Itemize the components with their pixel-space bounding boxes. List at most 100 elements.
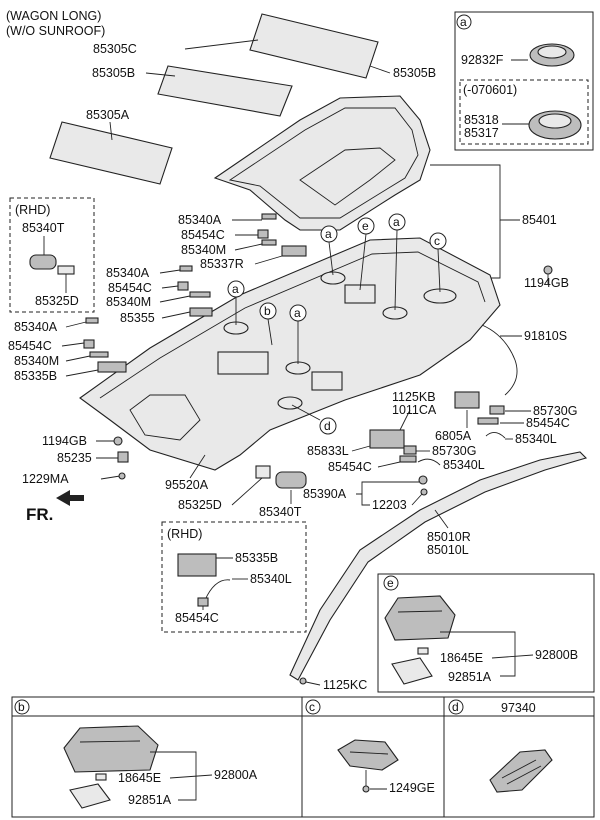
wire-85340m-1 (261, 239, 277, 246)
wire-85340l-rhd (204, 579, 231, 601)
wire-85340l-right (485, 432, 506, 439)
bracket-85325d (255, 465, 271, 479)
rhd-title-bottom: (RHD) (167, 527, 202, 541)
callout-c: c (429, 232, 447, 293)
front-label: FR. (26, 505, 53, 524)
bracket-6805a (454, 391, 480, 409)
wire-85340a-2 (179, 265, 193, 272)
label-85401: 85401 (522, 213, 557, 227)
lamp-85340t-rhd (29, 254, 57, 270)
clip-12203 (420, 488, 428, 496)
label-12203: 12203 (372, 498, 407, 512)
rhd-box-bottom (161, 521, 307, 633)
label-85454c-2: 85454C (108, 281, 152, 295)
label-85010l: 85010L (427, 543, 469, 557)
label-1229ma: 1229MA (22, 472, 69, 486)
label-85318: 85318 (464, 113, 499, 127)
label-85325d-rhd: 85325D (35, 294, 79, 308)
detail-box-c: c 1249GE (301, 696, 445, 818)
handle-85235 (117, 451, 129, 463)
label-85305b-right: 85305B (393, 66, 436, 80)
callout-a-1: a (320, 225, 338, 276)
label-92800b: 92800B (535, 648, 578, 662)
clip-1194gb-left (113, 436, 123, 446)
wiring-91810s (481, 324, 518, 396)
bracket-85337r (281, 245, 307, 257)
part-85355 (189, 307, 213, 317)
label-85337r: 85337R (200, 257, 244, 271)
label-1125kc: 1125KC (323, 678, 367, 692)
label-18645e-b: 18645E (118, 771, 161, 785)
socket-85454c-right (477, 417, 499, 425)
lens-92851a-b (69, 783, 111, 809)
bulb-18645e (417, 647, 429, 655)
label-85390a: 85390A (303, 487, 347, 501)
callout-a-4: a (289, 304, 307, 364)
label-85454c-right: 85454C (526, 416, 570, 430)
label-85454c-3: 85454C (8, 339, 52, 353)
label-1194gb-left: 1194GB (42, 434, 87, 448)
label-85340a-3: 85340A (14, 320, 58, 334)
label-85335b: 85335B (14, 369, 57, 383)
lamp-92800b (384, 595, 456, 641)
box-c-title: c (309, 700, 315, 714)
clip-85390a (418, 475, 428, 485)
headlining-frame (213, 95, 431, 231)
wire-85340m-3 (89, 351, 109, 358)
label-85340t-rhd: 85340T (22, 221, 65, 235)
label-85454c-1: 85454C (181, 228, 225, 242)
callout-a-2: a (388, 213, 406, 311)
label-85340l-rhd: 85340L (250, 572, 292, 586)
label-85355: 85355 (120, 311, 155, 325)
box-b-title: b (18, 700, 25, 714)
svg-text:e: e (362, 219, 369, 233)
label-85340a-2: 85340A (106, 266, 150, 280)
socket-85454c-3 (83, 339, 95, 349)
label-1011ca: 1011CA (392, 403, 437, 417)
svg-text:a: a (325, 227, 332, 241)
detail-box-d: d 97340 (443, 696, 595, 818)
pad-85305c (249, 13, 379, 79)
label-92851a-b: 92851A (128, 793, 172, 807)
label-85325d: 85325D (178, 498, 222, 512)
callout-d: d (291, 404, 337, 435)
label-85010r: 85010R (427, 530, 471, 544)
rhd-title-top: (RHD) (15, 203, 50, 217)
label-1125kb: 1125KB (392, 390, 436, 404)
screw-1229ma (118, 472, 126, 480)
socket-85454c-mid (399, 455, 417, 463)
curtain-airbag (289, 451, 588, 681)
label-85730g-right: 85730G (533, 404, 577, 418)
detail-box-a: a 92832F (-070601) 85318 85317 (454, 11, 594, 151)
label-85454c-rhd: 85454C (175, 611, 219, 625)
label-92832f: 92832F (461, 53, 504, 67)
label-85730g-mid: 85730G (432, 444, 476, 458)
detail-box-b: b 18645E 92800A 92851A (11, 696, 303, 818)
svg-text:c: c (434, 234, 440, 248)
svg-text:a: a (294, 306, 301, 320)
label-85340l-mid: 85340L (443, 458, 485, 472)
label-92851a-e: 92851A (448, 670, 492, 684)
label-85454c-mid: 85454C (328, 460, 372, 474)
bracket-85325d-rhd (57, 265, 75, 275)
label-6805a: 6805A (435, 429, 472, 443)
callout-e: e (357, 217, 375, 291)
box-e-title: e (387, 576, 394, 590)
svg-text:a: a (393, 215, 400, 229)
label-85235: 85235 (57, 451, 92, 465)
socket-85454c-1 (257, 229, 269, 239)
callout-b: b (259, 302, 277, 346)
label-91810s: 91810S (524, 329, 567, 343)
svg-text:a: a (232, 282, 239, 296)
socket-85454c-2 (177, 281, 189, 291)
box-d-title: d (452, 700, 459, 714)
header-line-2: (W/O SUNROOF) (6, 24, 105, 38)
detail-box-e: e 18645E 92800B 92851A (377, 573, 595, 693)
label-85305c: 85305C (93, 42, 137, 56)
label-85340m-1: 85340M (181, 243, 226, 257)
svg-text:d: d (324, 419, 331, 433)
label-95520a: 95520A (165, 478, 209, 492)
callout-a-3: a (227, 280, 245, 325)
wire-85340a-1 (261, 213, 277, 220)
